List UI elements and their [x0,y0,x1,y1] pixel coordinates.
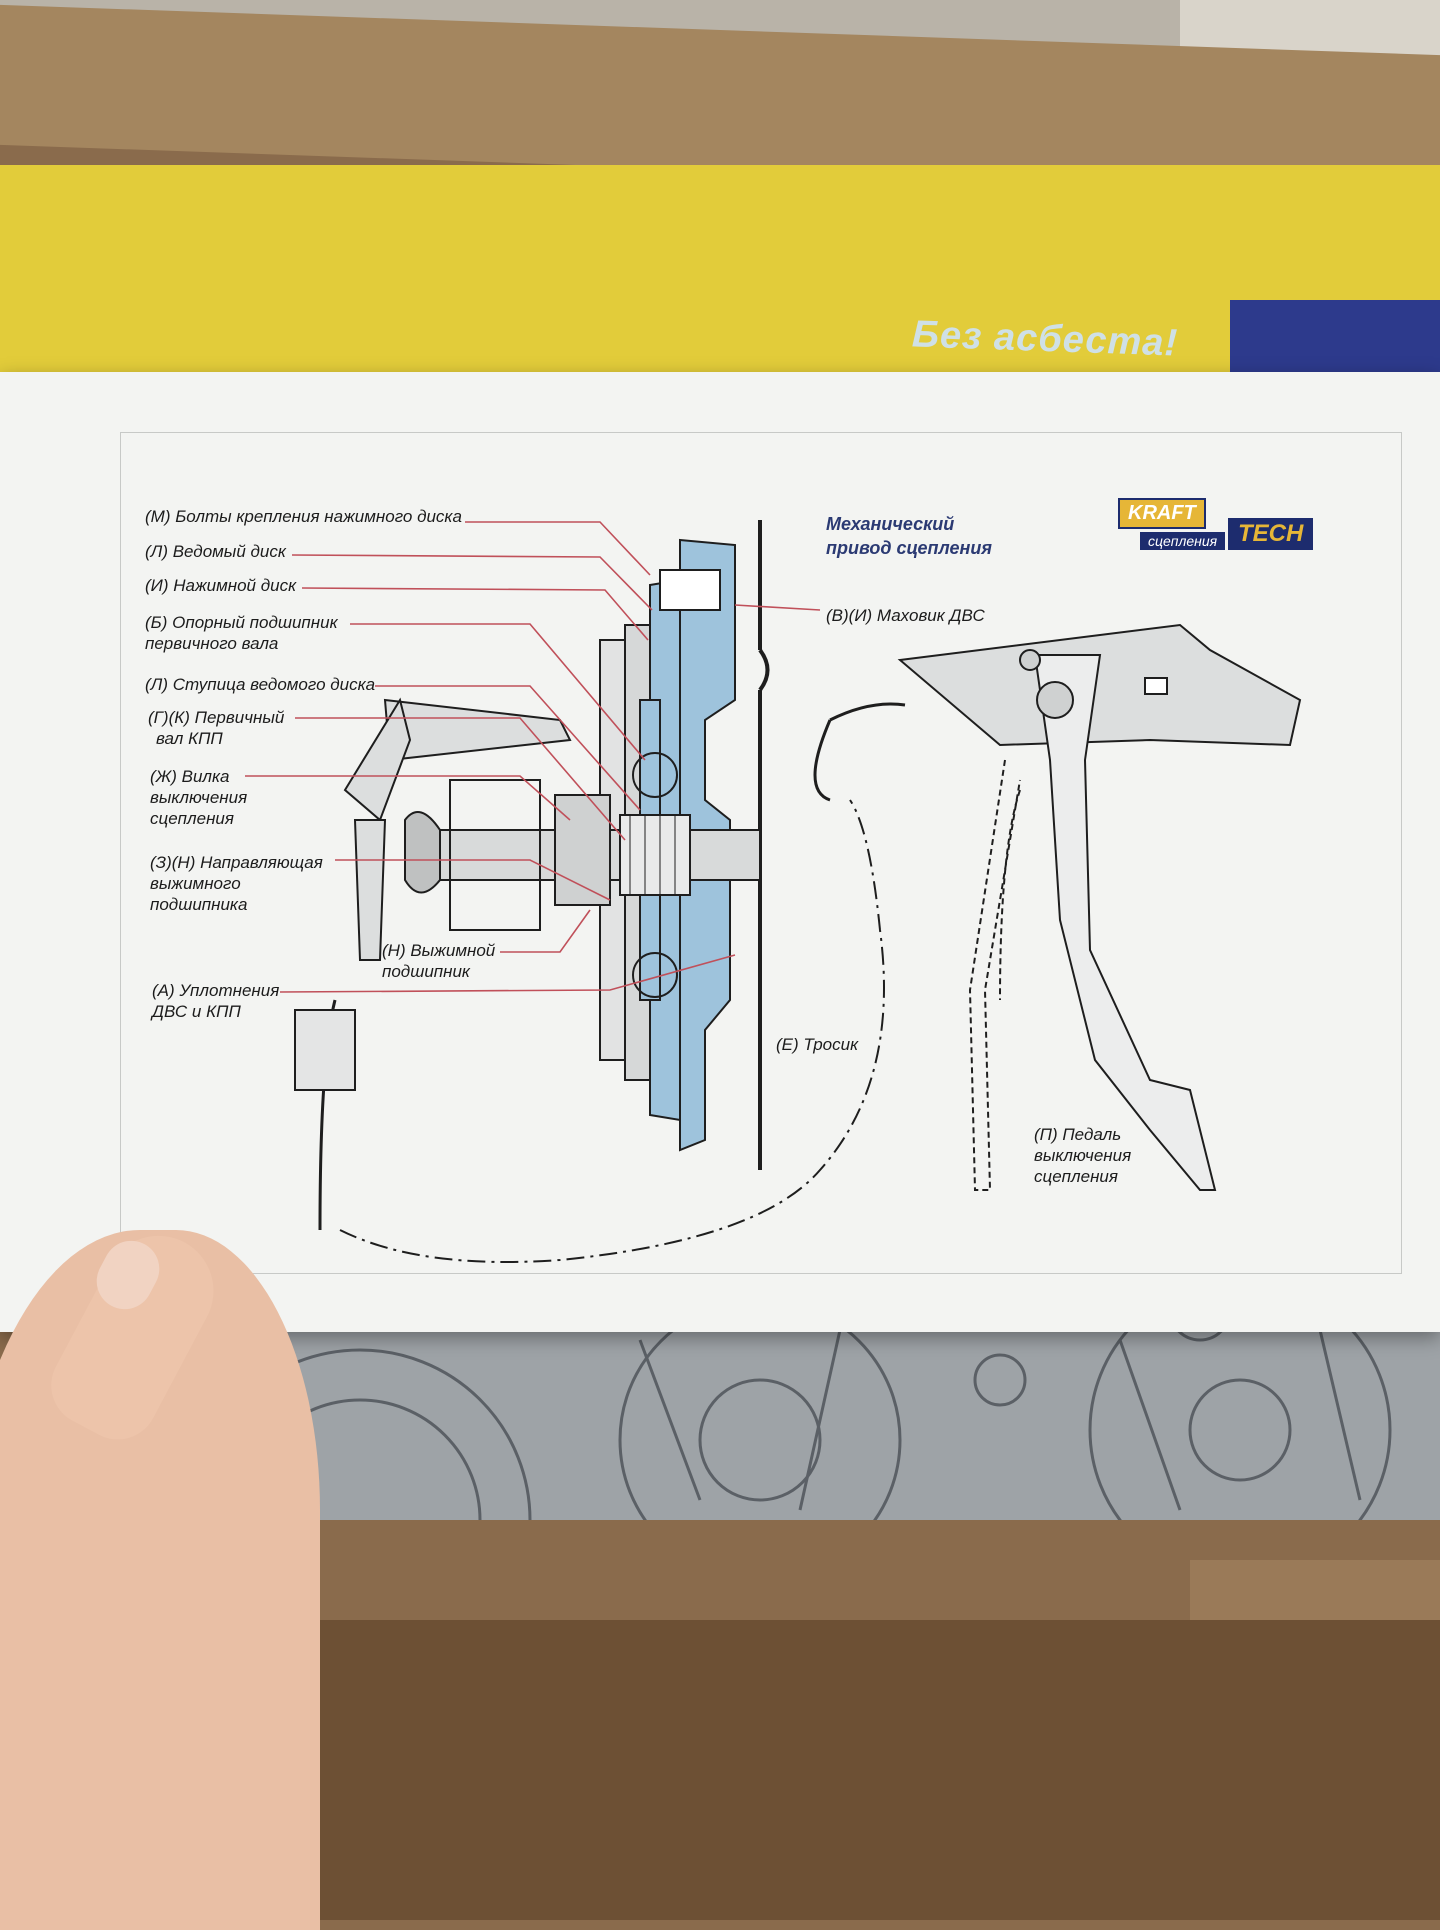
label-driven-disc-hub: (Л) Ступица ведомого диска [145,675,376,694]
kraft-tech-logo: KRAFT TECH сцепления [1118,498,1348,560]
logo-sub: сцепления [1140,532,1226,550]
leader-lines [245,521,821,993]
label-pressure-plate-bolts: (М) Болты крепления нажимного диска [145,507,462,526]
sheet-frame [120,432,1402,1274]
input-shaft [404,779,761,931]
box-clutch-artwork [188,1278,1440,1692]
label-input-shaft: (Г)(К) Первичный вал КПП [148,708,285,748]
label-clutch-pedal: (П) Педаль выключения сцепления [1034,1125,1132,1186]
diagram-title: Механический привод сцепления [826,514,992,558]
label-cable: (Е) Тросик [776,1035,859,1054]
pedal-assembly [813,623,1302,1191]
label-release-bearing: (Н) Выжимной подшипник [382,941,496,981]
label-seals: (А) Уплотнения ДВС и КПП [152,981,280,1021]
release-fork [294,697,572,1231]
label-pressure-disc: (И) Нажимной диск [145,576,297,595]
box-bottom [220,1620,1440,1920]
label-release-fork: (Ж) Вилка выключения сцепления [150,767,248,828]
logo-kraft: KRAFT [1118,498,1206,529]
cable-path [339,799,885,1263]
logo-tech: TECH [1228,518,1314,550]
label-bearing-guide: (З)(Н) Направляющая выжимного подшипника [150,853,323,914]
label-flywheel: (В)(И) Маховик ДВС [826,606,985,625]
label-pilot-bearing: (Б) Опорный подшипник первичного вала [145,613,338,653]
label-driven-disc: (Л) Ведомый диск [145,542,286,561]
